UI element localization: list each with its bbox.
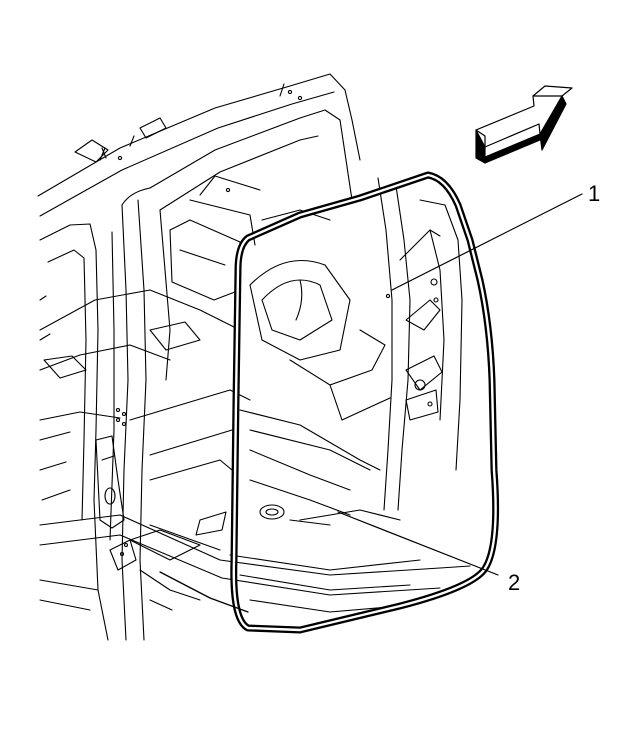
vehicle-body <box>37 73 471 641</box>
direction-arrow-icon <box>475 85 573 164</box>
door-opening-weatherstrip <box>230 171 500 634</box>
callout-leaders <box>337 193 583 576</box>
leader-line-2 <box>337 511 499 576</box>
weatherstrip-lower-retainer <box>159 571 249 613</box>
callout-label-1: 1 <box>588 181 600 206</box>
leader-line-1 <box>391 193 583 291</box>
callout-label-2: 2 <box>508 570 520 595</box>
